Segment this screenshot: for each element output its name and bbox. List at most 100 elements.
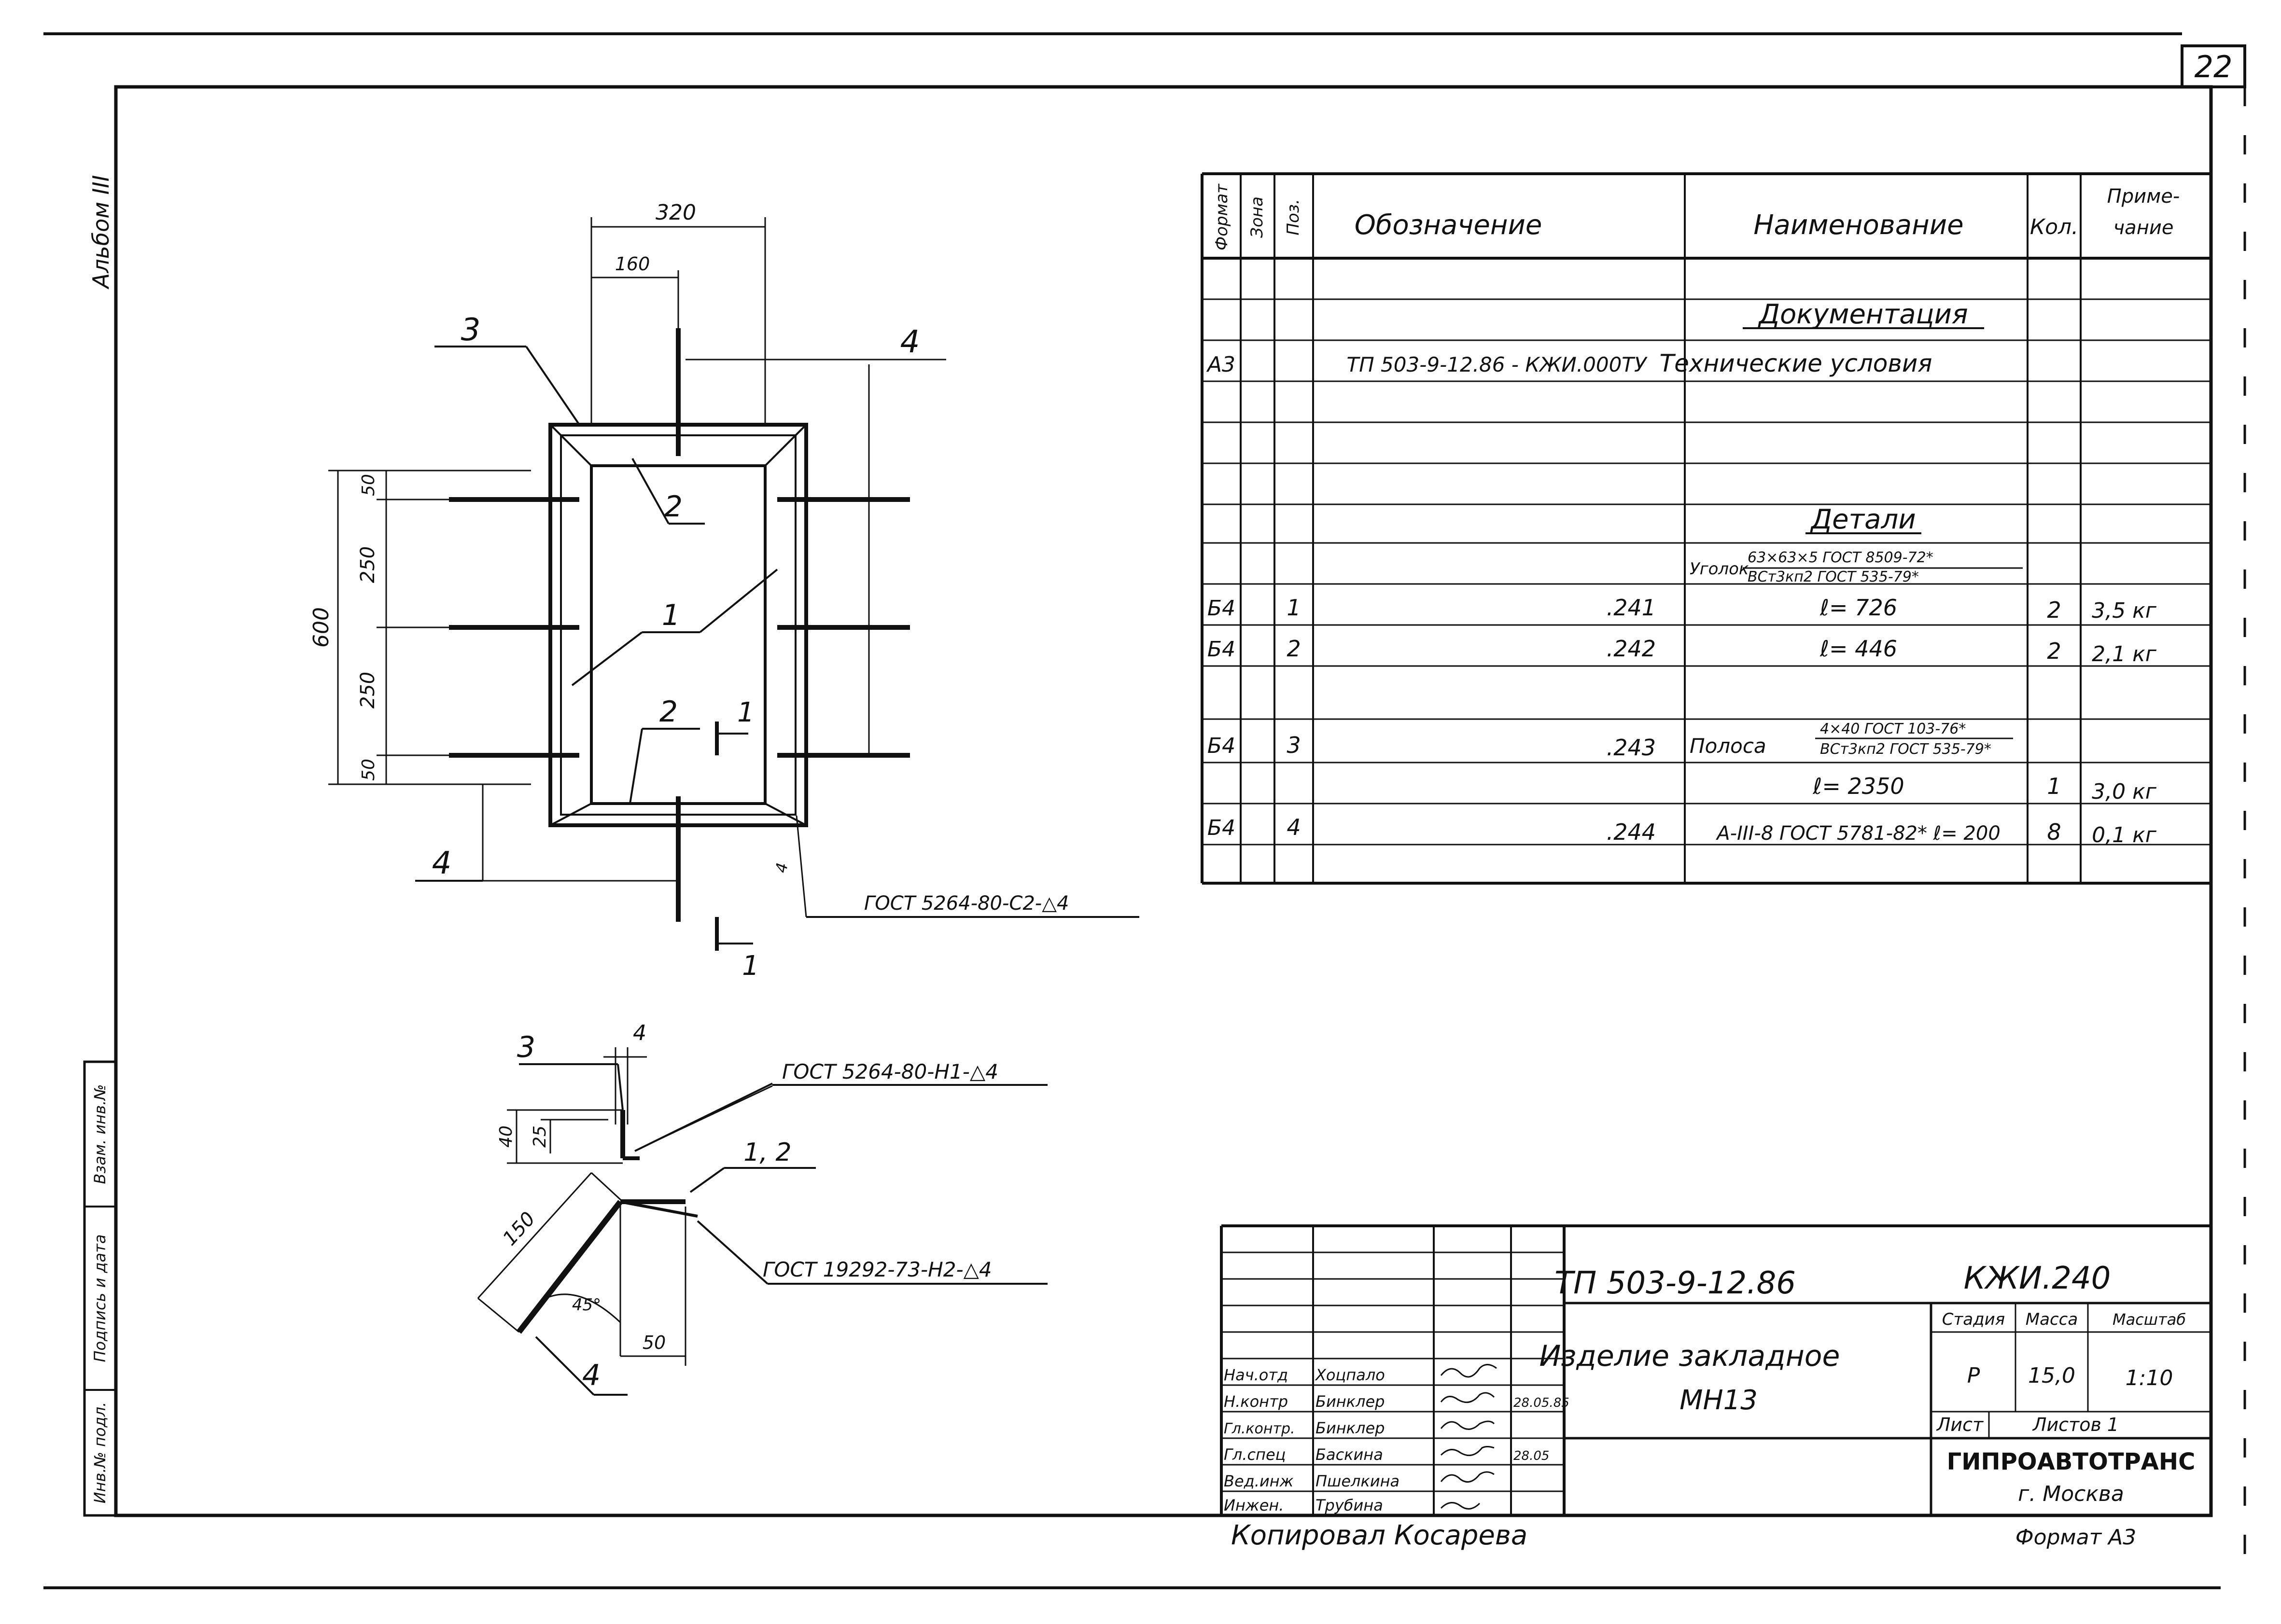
strip-profile: 4×40 ГОСТ 103-76* xyxy=(1820,721,1966,737)
section-view xyxy=(477,1047,1048,1396)
signatures xyxy=(1440,1364,1497,1510)
angle-prefix: Уголок xyxy=(1690,559,1749,579)
hdr-zone: Зона xyxy=(1247,196,1267,238)
tb-mass: 15,0 xyxy=(2028,1363,2075,1388)
page-number: 22 xyxy=(2195,49,2233,84)
dim-seg-50-bottom: 50 xyxy=(359,759,378,781)
sec-dim-40: 40 xyxy=(496,1125,516,1148)
section-details: Детали xyxy=(1809,504,1916,535)
angle-steel: ВСт3кп2 ГОСТ 535-79* xyxy=(1748,569,1919,585)
row3-name: Полоса xyxy=(1690,734,1766,758)
section-mark-bottom: 1 xyxy=(742,950,759,982)
row1-format: Б4 xyxy=(1207,596,1235,621)
row3b-note: 3,0 кг xyxy=(2092,779,2157,804)
dim-seg-250-b: 250 xyxy=(357,672,379,708)
tb-mass-header: Масса xyxy=(2026,1310,2078,1329)
row4-designation: .244 xyxy=(1607,819,1656,845)
doc-name: Технические условия xyxy=(1660,349,1932,377)
angle-profile: 63×63×5 ГОСТ 8509-72* xyxy=(1748,549,1933,566)
plan-weld-size: 4 xyxy=(772,861,792,874)
hdr-note-2: чание xyxy=(2113,217,2174,239)
strip-signature-date: Подпись и дата xyxy=(91,1234,109,1362)
tb-name-5: Пшелкина xyxy=(1315,1472,1399,1490)
tb-name-2: Бинклер xyxy=(1315,1392,1385,1411)
section-mark-top: 1 xyxy=(737,697,755,728)
album-label: Альбом III xyxy=(88,175,114,290)
row4-note: 0,1 кг xyxy=(2092,823,2157,847)
tb-sheet-label: Лист xyxy=(1936,1414,1984,1435)
row4-name: А-III-8 ГОСТ 5781-82* ℓ= 200 xyxy=(1715,822,2001,845)
row4-pos: 4 xyxy=(1287,814,1301,840)
section-documentation: Документация xyxy=(1757,299,1968,330)
row3-format: Б4 xyxy=(1207,734,1235,758)
sec-dim-50: 50 xyxy=(643,1332,666,1353)
format-label: Формат А3 xyxy=(2015,1525,2137,1550)
row2-name: ℓ= 446 xyxy=(1819,636,1897,662)
spec-table xyxy=(1201,87,2246,1554)
row3b-name: ℓ= 2350 xyxy=(1812,773,1904,799)
tb-item-mark: МН13 xyxy=(1679,1385,1758,1416)
hdr-format: Формат xyxy=(1212,183,1231,250)
dim-height-600: 600 xyxy=(309,607,334,648)
tb-date-4: 28.05 xyxy=(1513,1449,1549,1463)
tb-role-4: Гл.спец xyxy=(1224,1445,1286,1464)
tb-date-2: 28.05.85 xyxy=(1513,1396,1569,1410)
row2-note: 2,1 кг xyxy=(2092,642,2157,666)
row3-designation: .243 xyxy=(1607,735,1656,761)
row1-name: ℓ= 726 xyxy=(1819,595,1897,621)
row3b-qty: 1 xyxy=(2047,773,2061,799)
row1-pos: 1 xyxy=(1287,595,1301,621)
title-block xyxy=(1220,1224,2211,1515)
tb-role-6: Инжен. xyxy=(1224,1496,1284,1514)
sec-pos-4: 4 xyxy=(582,1359,601,1392)
row4-format: Б4 xyxy=(1207,816,1235,840)
plan-pos-4-bottom: 4 xyxy=(432,846,452,881)
strip-replacement-inv: Взам. инв.№ xyxy=(91,1084,109,1184)
hdr-pos: Поз. xyxy=(1284,199,1303,235)
plan-weld-note: ГОСТ 5264-80-С2-△4 xyxy=(864,892,1069,915)
row1-note: 3,5 кг xyxy=(2092,598,2157,623)
doc-designation: ТП 503-9-12.86 - КЖИ.000ТУ xyxy=(1346,353,1648,376)
sec-dim-25: 25 xyxy=(530,1125,550,1148)
hdr-qty: Кол. xyxy=(2030,215,2078,239)
tb-name-6: Трубина xyxy=(1315,1496,1383,1514)
sec-dim-150: 150 xyxy=(499,1208,540,1250)
hdr-designation: Обозначение xyxy=(1355,209,1542,241)
row3-pos: 3 xyxy=(1287,732,1301,758)
tb-item-name: Изделие закладное xyxy=(1539,1339,1840,1373)
tb-name-1: Хоцпало xyxy=(1315,1366,1385,1384)
row2-designation: .242 xyxy=(1607,636,1656,662)
tb-name-4: Баскина xyxy=(1315,1445,1383,1464)
plan-pos-4-top: 4 xyxy=(900,324,920,360)
row1-designation: .241 xyxy=(1607,595,1656,621)
sec-pos-3: 3 xyxy=(517,1030,535,1064)
tb-code: ТП 503-9-12.86 xyxy=(1554,1265,1796,1301)
tb-scale-header: Масштаб xyxy=(2113,1310,2186,1329)
plan-pos-1: 1 xyxy=(662,598,680,632)
tb-role-1: Нач.отд xyxy=(1224,1366,1288,1384)
row2-qty: 2 xyxy=(2047,638,2061,664)
tb-scale: 1:10 xyxy=(2126,1366,2173,1390)
tb-sheets-label: Листов 1 xyxy=(2032,1414,2119,1435)
row4-qty: 8 xyxy=(2047,819,2061,845)
plan-pos-2-bottom: 2 xyxy=(659,695,678,729)
tb-city: г. Москва xyxy=(2018,1482,2124,1506)
tb-role-2: Н.контр xyxy=(1224,1392,1288,1411)
dim-seg-50-top: 50 xyxy=(359,474,378,496)
tb-stage: Р xyxy=(1967,1363,1980,1388)
plan-view xyxy=(328,217,1139,951)
dim-width-320: 320 xyxy=(656,200,696,225)
copied-by: Копировал Косарева xyxy=(1231,1520,1527,1551)
left-signature-strip: Инв.№ подл. Подпись и дата Взам. инв.№ xyxy=(83,1060,117,1517)
tb-sheet-code: КЖИ.240 xyxy=(1964,1261,2111,1296)
tb-org: ГИПРОАВТОТРАНС xyxy=(1947,1448,2196,1475)
strip-steel: ВСт3кп2 ГОСТ 535-79* xyxy=(1820,741,1991,758)
plan-pos-2-top: 2 xyxy=(664,490,683,524)
sec-angle-45: 45° xyxy=(572,1295,601,1315)
hdr-name: Наименование xyxy=(1753,209,1963,241)
tb-stage-header: Стадия xyxy=(1942,1310,2005,1329)
dim-width-160: 160 xyxy=(615,253,650,275)
row1-qty: 2 xyxy=(2047,597,2061,623)
dim-seg-250-a: 250 xyxy=(357,546,379,583)
